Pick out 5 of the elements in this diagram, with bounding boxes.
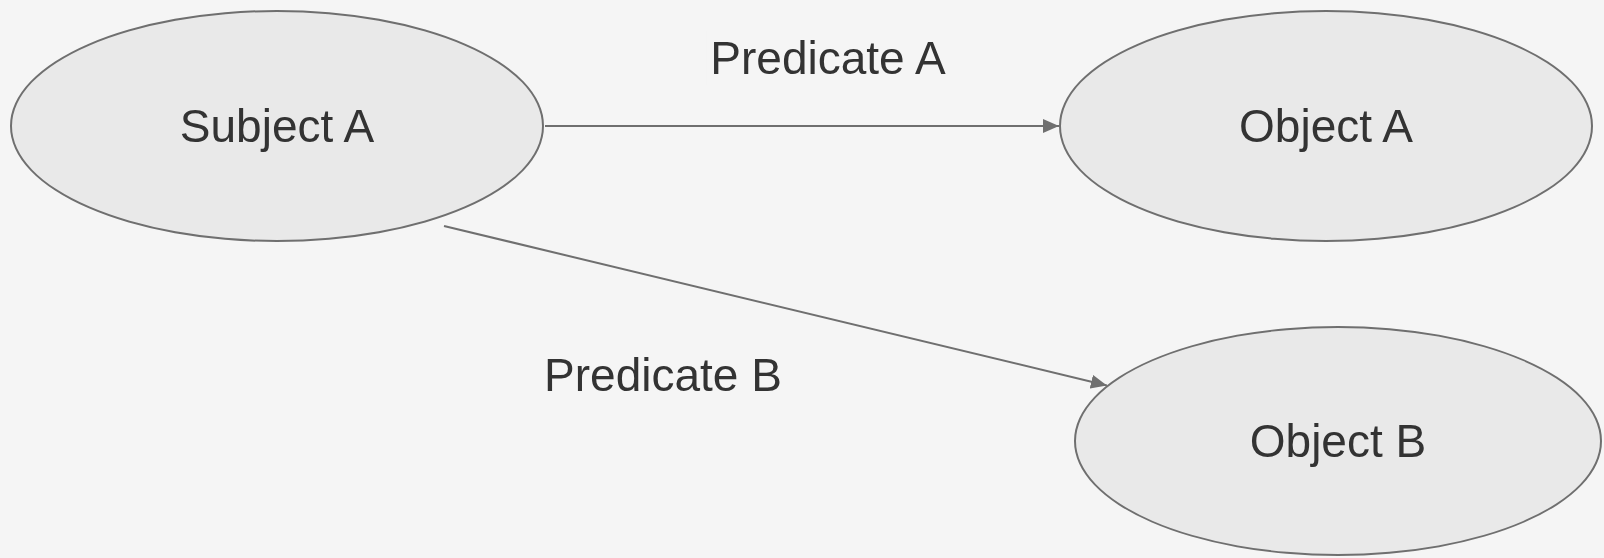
- node-label: Subject A: [179, 99, 375, 153]
- node-label: Object A: [1239, 99, 1413, 153]
- arrow: [443, 225, 1108, 389]
- arrow: [544, 119, 1060, 133]
- node-label: Object B: [1249, 414, 1427, 468]
